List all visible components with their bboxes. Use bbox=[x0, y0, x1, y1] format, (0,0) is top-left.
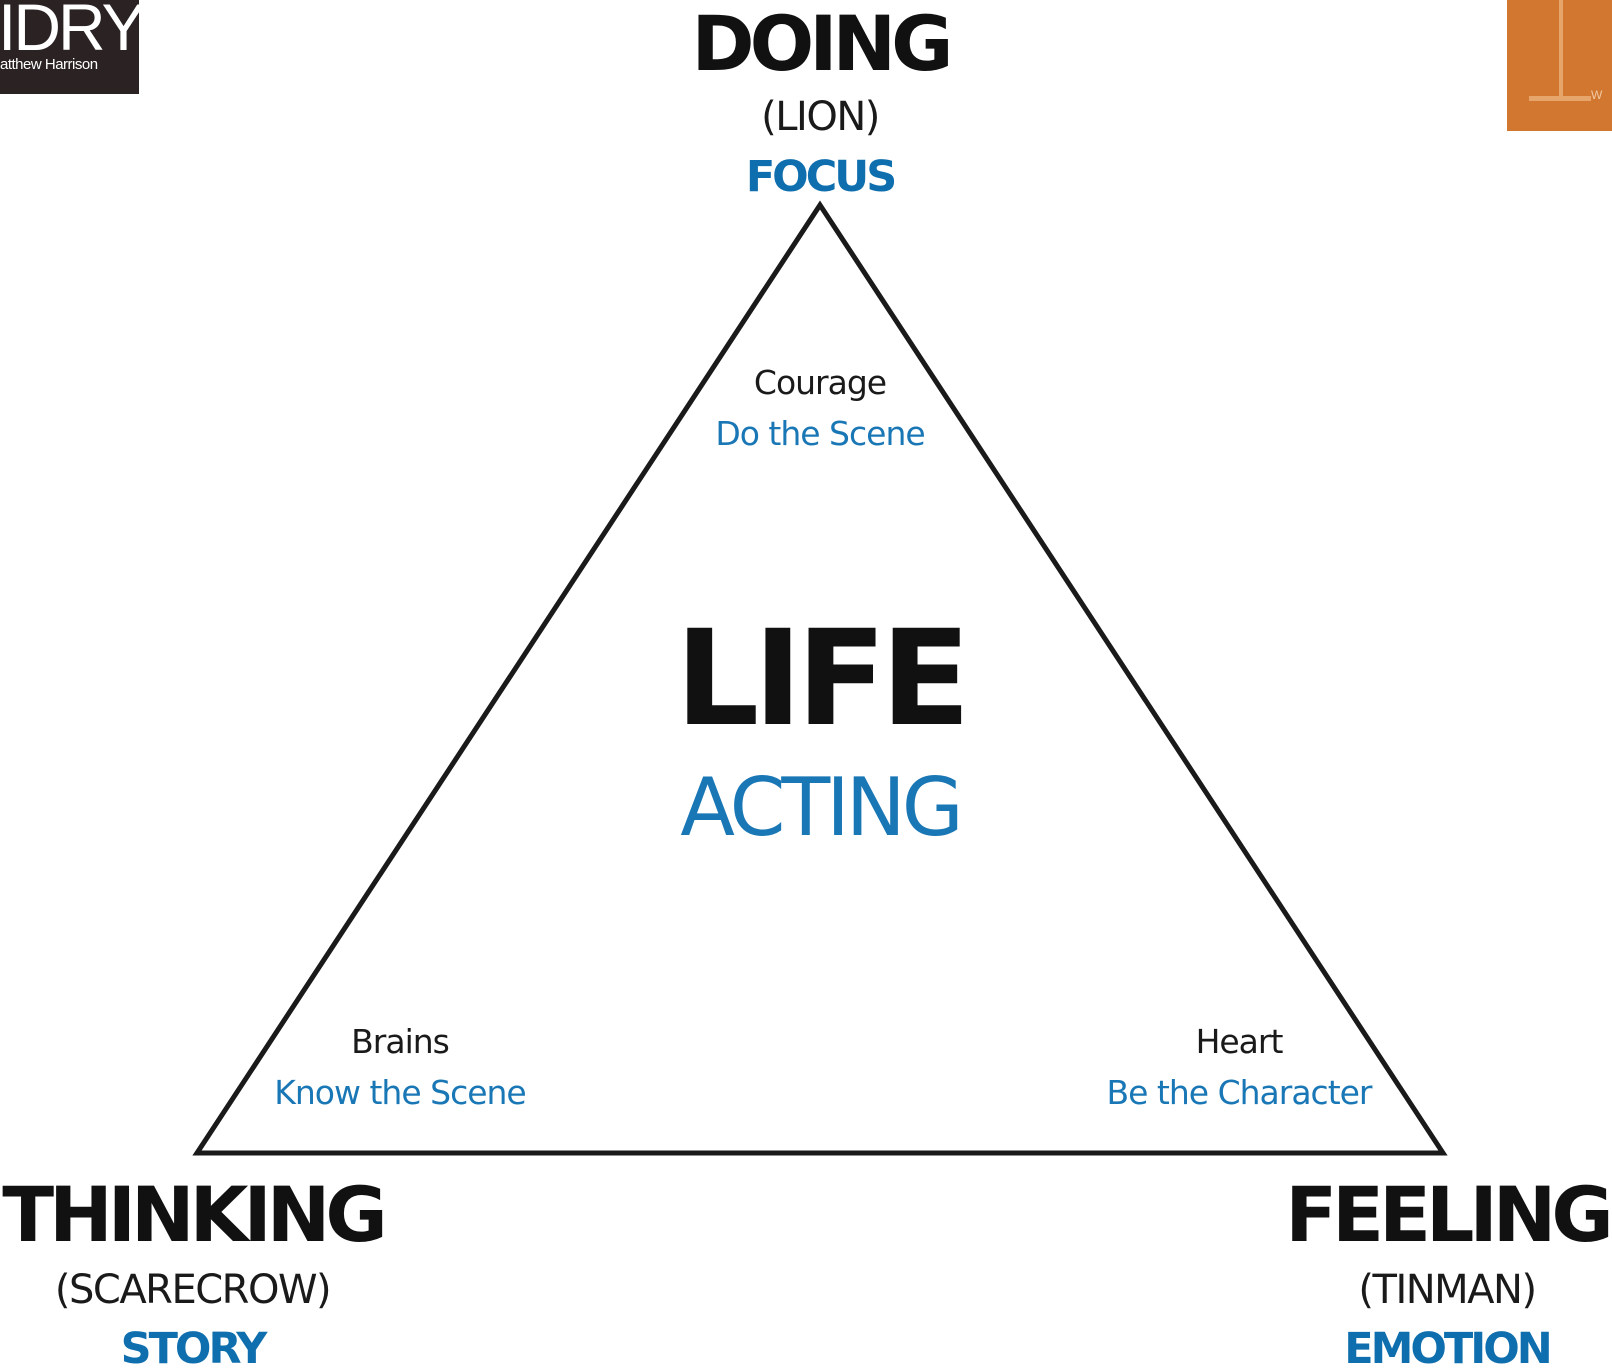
corner-bottom-left-action: Know the Scene bbox=[274, 1073, 526, 1112]
vertex-bottom-right-title: FEELING bbox=[1285, 1170, 1612, 1259]
corner-bottom-right-quality: Heart bbox=[1195, 1022, 1284, 1061]
vertex-bottom-left-title: THINKING bbox=[2, 1170, 388, 1259]
corner-bottom-left-quality: Brains bbox=[351, 1022, 450, 1061]
corner-top-action: Do the Scene bbox=[715, 414, 925, 453]
corner-bottom-right-action: Be the Character bbox=[1106, 1073, 1373, 1112]
logo-right-bar-horizontal bbox=[1529, 96, 1591, 101]
vertex-top-character: (LION) bbox=[761, 94, 880, 140]
brand-logo-right: W bbox=[1507, 0, 1612, 131]
corner-top-quality: Courage bbox=[753, 363, 887, 402]
logo-right-text: W bbox=[1591, 88, 1603, 102]
center-title: LIFE bbox=[675, 602, 971, 756]
logo-left-subtitle: atthew Harrison bbox=[0, 56, 98, 73]
vertex-bottom-right-character: (TINMAN) bbox=[1358, 1267, 1537, 1313]
vertex-bottom-left-focus: STORY bbox=[120, 1324, 268, 1372]
vertex-bottom-right-focus: EMOTION bbox=[1344, 1324, 1553, 1372]
vertex-top-focus: FOCUS bbox=[745, 152, 897, 202]
center-subtitle: ACTING bbox=[680, 761, 963, 854]
logo-left-title: IDRY bbox=[0, 0, 139, 64]
brand-logo-left: IDRY atthew Harrison bbox=[0, 0, 139, 94]
logo-right-bar-vertical bbox=[1559, 0, 1563, 96]
vertex-top-title: DOING bbox=[691, 0, 954, 88]
triangle-outline bbox=[192, 200, 1448, 1156]
vertex-bottom-left-character: (SCARECROW) bbox=[54, 1267, 332, 1313]
